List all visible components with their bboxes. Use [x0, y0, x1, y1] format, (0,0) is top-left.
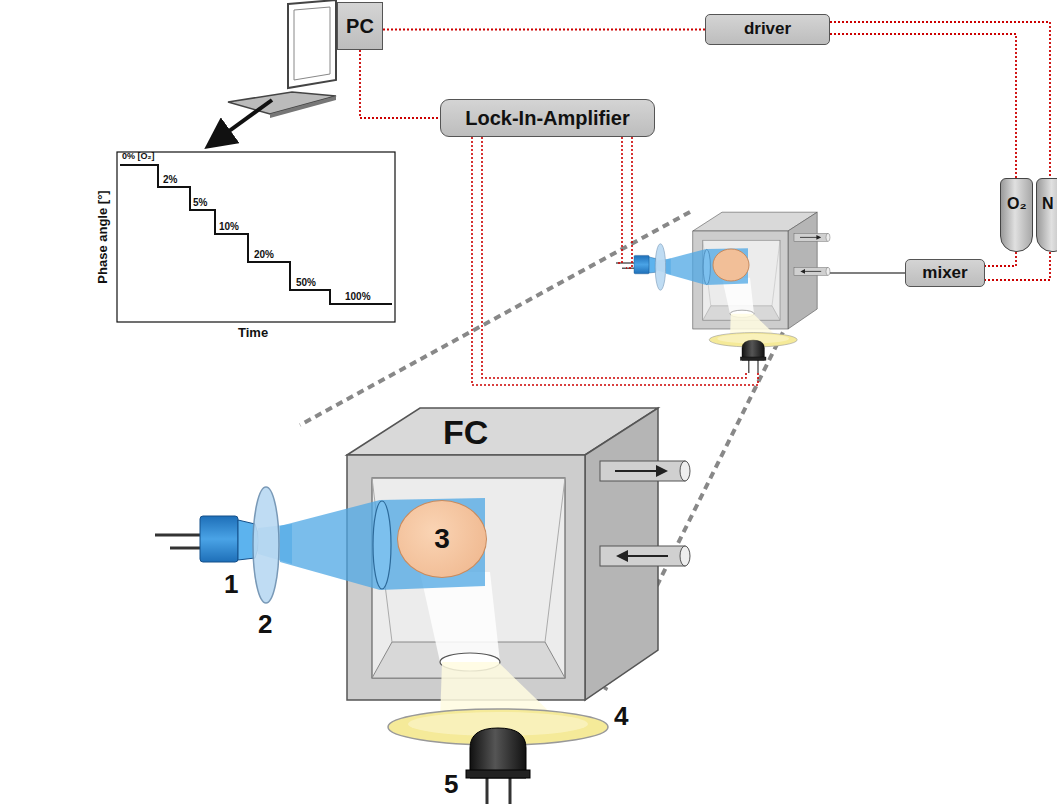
drawing-part — [830, 272, 905, 274]
drawing-part — [482, 137, 746, 378]
step-label: 20% — [254, 249, 274, 260]
drawing-part — [288, 0, 336, 88]
signal-wire — [360, 50, 440, 118]
pc-box: PC — [337, 2, 383, 50]
node-label: 3 — [434, 524, 450, 555]
node-label: N — [1042, 195, 1054, 213]
node-label: O₂ — [1007, 195, 1027, 213]
callout-number: 2 — [258, 610, 272, 639]
step-label: 10% — [219, 221, 239, 232]
node-label: FC — [443, 414, 488, 451]
step-label: 100% — [345, 291, 371, 302]
flow-cell: FC 3 — [347, 408, 658, 700]
mixer-box: mixer — [905, 259, 985, 287]
drawing-part — [300, 212, 690, 425]
drawing-part — [472, 137, 758, 385]
node-label: mixer — [922, 264, 967, 283]
drawing-part — [626, 137, 632, 268]
axis-title: Phase angle [°] — [96, 190, 110, 283]
signal-wire — [383, 29, 705, 31]
step-label: 2% — [163, 174, 177, 185]
drawing-part — [616, 212, 830, 373]
step-label: 5% — [193, 197, 207, 208]
signal-wire — [985, 252, 1050, 280]
step-label: 0% [O₂] — [122, 152, 155, 162]
node-label: PC — [346, 15, 374, 37]
drawing-part — [117, 152, 395, 322]
driver-box: driver — [705, 14, 830, 45]
drawing-part — [270, 96, 336, 118]
node-label: Lock-In-Amplifier — [465, 107, 629, 129]
drawing-part — [155, 408, 690, 804]
amplifier-box: Lock-In-Amplifier — [440, 99, 655, 137]
drawing-part — [472, 137, 758, 385]
node-label: driver — [744, 20, 791, 39]
gas-cylinder: N — [1036, 178, 1057, 252]
signal-wire — [985, 252, 1016, 266]
signal-wire — [830, 34, 1016, 178]
signal-wire — [830, 22, 1050, 178]
sensor-disc: 3 — [397, 500, 487, 578]
drawing-part — [120, 165, 392, 304]
computer-monitor — [228, 0, 336, 118]
callout-number: 5 — [444, 770, 458, 799]
drawing-part — [713, 249, 749, 281]
callout-number: 1 — [224, 570, 238, 599]
drawing-part — [214, 100, 272, 142]
drawing-part — [294, 7, 330, 80]
gas-cylinder: O₂ — [1000, 178, 1033, 252]
drawing-part — [618, 137, 622, 263]
axis-title: Time — [238, 326, 268, 340]
step-label: 50% — [296, 277, 316, 288]
callout-number: 4 — [614, 702, 628, 731]
